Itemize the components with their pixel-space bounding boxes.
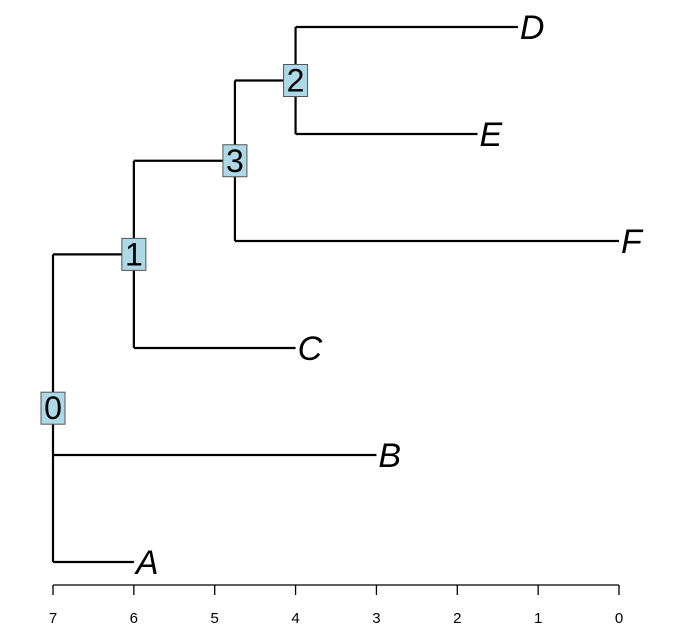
node-2: 2 — [283, 63, 309, 99]
node-label-0: 0 — [44, 390, 62, 426]
tick-label-0: 0 — [615, 610, 623, 627]
tick-label-1: 1 — [534, 610, 542, 627]
tip-label-F: F — [621, 223, 644, 261]
node-box-0 — [40, 391, 66, 425]
node-3: 3 — [222, 143, 248, 179]
node-box-1 — [121, 237, 147, 271]
tick-label-5: 5 — [211, 610, 219, 627]
x-axis: 7 6 5 4 3 2 1 0 — [49, 584, 623, 627]
tip-label-D: D — [520, 9, 545, 47]
node-1: 1 — [121, 236, 147, 272]
internal-nodes: 0 1 3 2 — [40, 63, 309, 426]
tick-label-7: 7 — [49, 610, 57, 627]
tip-label-E: E — [480, 116, 503, 154]
branches — [51, 25, 619, 564]
tick-label-2: 2 — [453, 610, 461, 627]
tip-label-C: C — [298, 330, 323, 368]
node-0: 0 — [40, 390, 66, 426]
node-label-3: 3 — [226, 143, 244, 179]
tip-labels: D E F C B A — [134, 9, 644, 582]
tip-label-B: B — [378, 437, 401, 475]
tick-label-3: 3 — [372, 610, 380, 627]
node-box-3 — [222, 144, 248, 178]
node-box-2 — [283, 64, 309, 97]
tick-label-4: 4 — [291, 610, 299, 627]
tick-label-6: 6 — [130, 610, 138, 627]
node-label-1: 1 — [125, 236, 143, 272]
node-label-2: 2 — [287, 63, 305, 99]
tip-label-A: A — [134, 544, 159, 582]
